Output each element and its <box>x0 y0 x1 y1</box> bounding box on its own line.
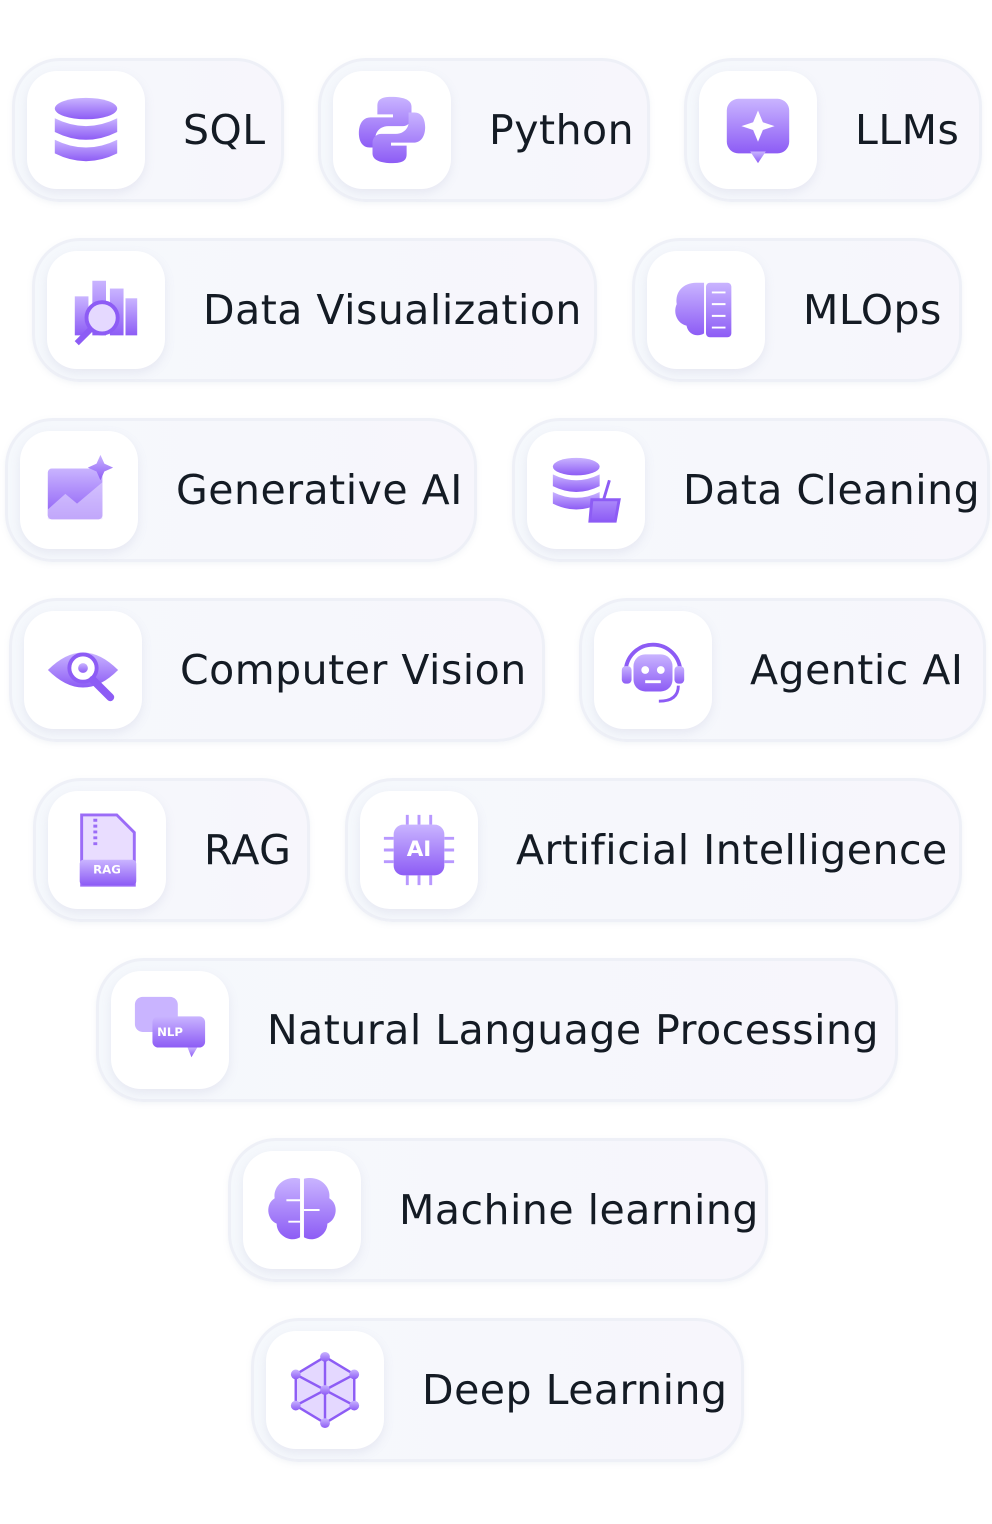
skill-label: SQL <box>183 106 266 154</box>
skill-pill-data-cleaning: Data Cleaning <box>512 418 990 562</box>
chart-magnifier-icon <box>74 280 138 346</box>
skill-label: MLOps <box>803 286 942 334</box>
icon-tile: RAG <box>48 791 166 909</box>
robot-headset-icon <box>621 642 685 703</box>
skill-pill-mlops: MLOps <box>632 238 962 382</box>
skill-pill-agentic-ai: Agentic AI <box>579 598 986 742</box>
eye-search-icon <box>47 652 119 702</box>
network-icon <box>290 1351 360 1429</box>
skill-pill-python: Python <box>318 58 650 202</box>
database-icon <box>54 97 118 162</box>
skill-label: Agentic AI <box>750 646 964 694</box>
skill-label: Machine learning <box>399 1186 759 1234</box>
icon-tile <box>647 251 765 369</box>
icon-tile: NLP <box>111 971 229 1089</box>
skill-pill-sql: SQL <box>12 58 284 202</box>
badge-text: AI <box>407 837 432 862</box>
skill-pill-artificial-intelligence: AI Artificial Intelligence <box>345 778 962 922</box>
skill-pill-computer-vision: Computer Vision <box>9 598 545 742</box>
icon-tile <box>527 431 645 549</box>
icon-tile <box>699 71 817 189</box>
nlp-chat-icon: NLP <box>134 996 206 1058</box>
skill-pill-natural-language-processing: NLP Natural Language Processing <box>96 958 898 1102</box>
icon-tile: AI <box>360 791 478 909</box>
skill-label: Python <box>489 106 635 154</box>
sparkle-chart-icon <box>47 454 114 520</box>
icon-tile <box>47 251 165 369</box>
skill-pill-data-visualization: Data Visualization <box>32 238 597 382</box>
skill-pill-generative-ai: Generative AI <box>5 418 477 562</box>
skill-label: Generative AI <box>176 466 463 514</box>
skill-label: RAG <box>204 826 292 874</box>
skill-pill-rag: RAG RAG <box>33 778 310 922</box>
skill-label: Natural Language Processing <box>267 1006 880 1054</box>
skill-pill-deep-learning: Deep Learning <box>251 1318 744 1462</box>
skill-pill-llms: LLMs <box>684 58 982 202</box>
sparkle-chat-icon <box>726 98 790 164</box>
skill-label: LLMs <box>855 106 960 154</box>
icon-tile <box>27 71 145 189</box>
skill-label: Computer Vision <box>180 646 527 694</box>
icon-tile <box>266 1331 384 1449</box>
python-icon <box>358 96 426 164</box>
ai-chip-icon: AI <box>383 814 455 886</box>
skill-label: Data Visualization <box>203 286 582 334</box>
skill-label: Data Cleaning <box>683 466 981 514</box>
database-broom-icon <box>552 457 621 523</box>
skill-pill-machine-learning: Machine learning <box>228 1138 768 1282</box>
badge-text: RAG <box>93 862 121 876</box>
icon-tile <box>333 71 451 189</box>
brain-icon <box>268 1178 336 1242</box>
rag-file-icon: RAG <box>79 813 137 887</box>
brain-circuit-icon <box>675 282 732 338</box>
icon-tile <box>24 611 142 729</box>
badge-text: NLP <box>157 1025 183 1039</box>
skill-label: Artificial Intelligence <box>516 826 948 874</box>
icon-tile <box>20 431 138 549</box>
skill-label: Deep Learning <box>422 1366 728 1414</box>
icon-tile <box>594 611 712 729</box>
icon-tile <box>243 1151 361 1269</box>
